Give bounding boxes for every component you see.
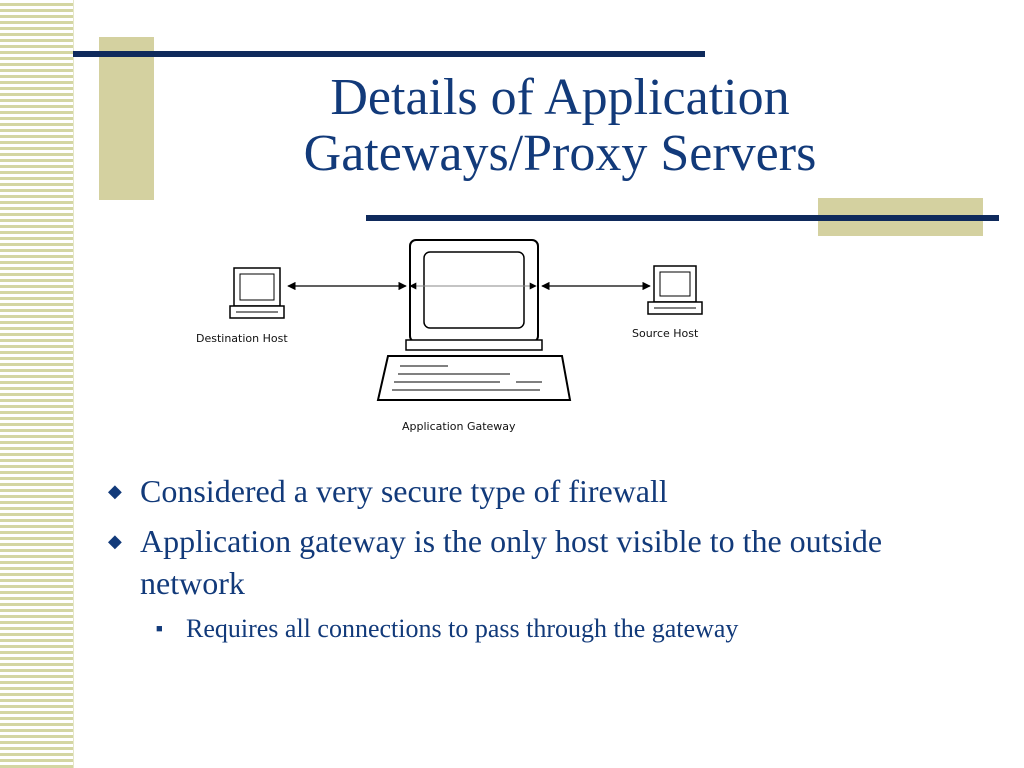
bullet-list: ◆ Considered a very secure type of firew… bbox=[100, 470, 980, 646]
diagram-svg: Destination Host Source Host Application… bbox=[196, 239, 703, 433]
application-gateway-label: Application Gateway bbox=[402, 420, 516, 433]
destination-host-computer-icon bbox=[229, 267, 285, 319]
network-diagram: Destination Host Source Host Application… bbox=[180, 232, 740, 442]
source-host-label: Source Host bbox=[632, 327, 699, 340]
stripe-edge bbox=[73, 0, 74, 768]
navy-accent-line-top bbox=[73, 51, 705, 57]
title-line-1: Details of Application bbox=[330, 69, 790, 126]
bullet-item: ◆ Application gateway is the only host v… bbox=[100, 520, 980, 604]
title-line-2: Gateways/Proxy Servers bbox=[303, 125, 817, 182]
application-gateway-computer-icon bbox=[376, 239, 572, 401]
decorative-stripes bbox=[0, 0, 73, 768]
bullet-text: Considered a very secure type of firewal… bbox=[140, 473, 668, 509]
slide-title: Details of Application Gateways/Proxy Se… bbox=[180, 70, 940, 182]
diamond-bullet-icon: ◆ bbox=[108, 531, 122, 551]
bullet-item: ◆ Considered a very secure type of firew… bbox=[100, 470, 980, 512]
square-bullet-icon: ■ bbox=[156, 623, 163, 635]
destination-host-label: Destination Host bbox=[196, 332, 288, 345]
bullet-text: Application gateway is the only host vis… bbox=[140, 523, 883, 601]
source-host-computer-icon bbox=[647, 265, 703, 315]
sub-bullet-text: Requires all connections to pass through… bbox=[186, 614, 739, 643]
tan-accent-block-left bbox=[99, 37, 154, 200]
navy-accent-line-bottom bbox=[366, 215, 999, 221]
sub-bullet-item: ■ Requires all connections to pass throu… bbox=[100, 612, 980, 646]
diamond-bullet-icon: ◆ bbox=[108, 481, 122, 501]
